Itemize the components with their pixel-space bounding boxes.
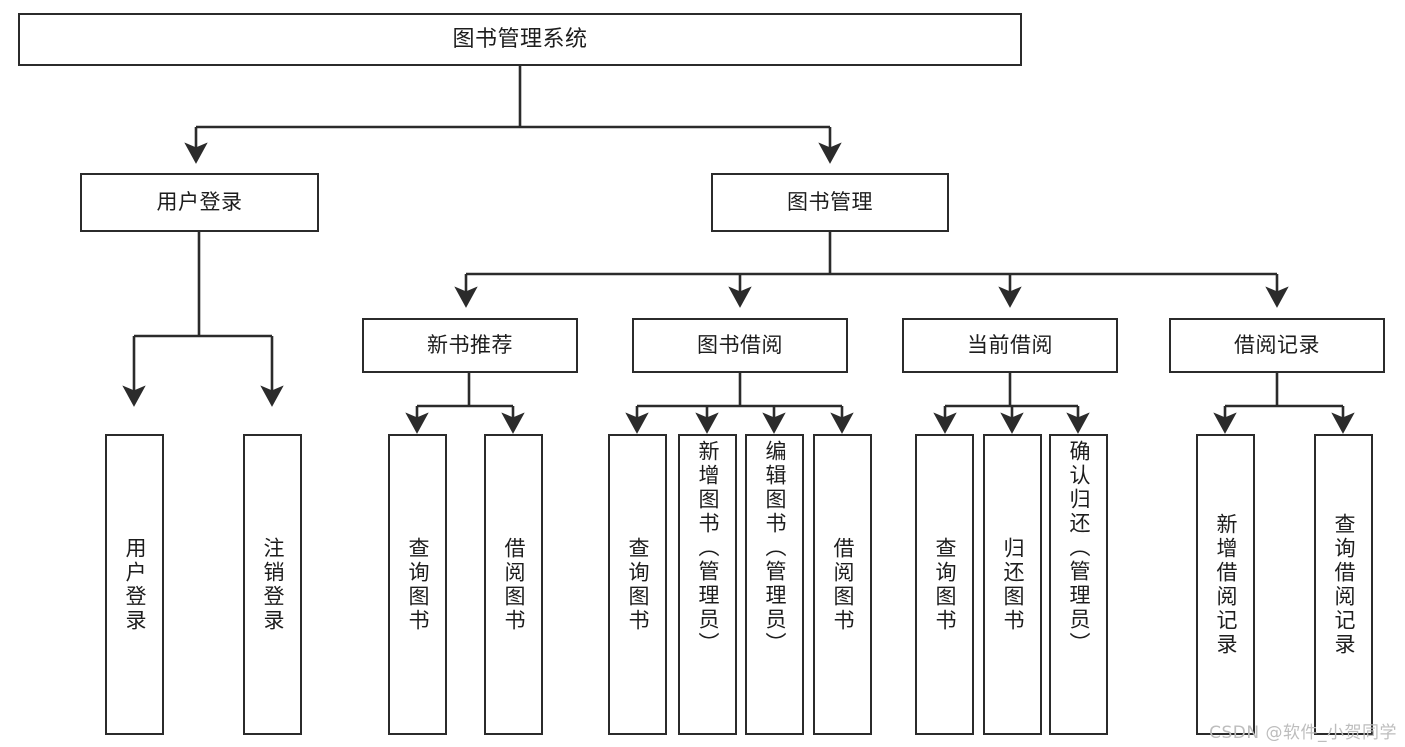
leaf-query-borrow-record[interactable]: 查询借阅记录 [1314, 434, 1373, 735]
node-label: 当前借阅 [967, 333, 1053, 358]
leaf-query-book-borrow[interactable]: 查询图书 [608, 434, 667, 735]
leaf-user-login[interactable]: 用户登录 [105, 434, 164, 735]
node-label: 图书借阅 [697, 333, 783, 358]
node-label: 用户登录 [123, 536, 147, 633]
node-label: 图书管理 [787, 190, 873, 215]
leaf-query-book-current[interactable]: 查询图书 [915, 434, 974, 735]
node-label: 新增借阅记录 [1214, 512, 1238, 657]
node-root-system[interactable]: 图书管理系统 [18, 13, 1022, 66]
leaf-borrow-book[interactable]: 借阅图书 [813, 434, 872, 735]
leaf-add-book-admin[interactable]: 新增图书（管理员） [678, 434, 737, 735]
node-book-borrow[interactable]: 图书借阅 [632, 318, 848, 373]
node-user-login[interactable]: 用户登录 [80, 173, 319, 232]
leaf-return-book[interactable]: 归还图书 [983, 434, 1042, 735]
node-label: 图书管理系统 [452, 26, 588, 52]
leaf-query-book-recommend[interactable]: 查询图书 [388, 434, 447, 735]
node-label: 借阅图书 [502, 536, 526, 633]
node-label: 编辑图书（管理员） [763, 440, 787, 656]
node-label: 查询图书 [406, 536, 430, 633]
node-label: 新书推荐 [427, 333, 513, 358]
node-label: 查询图书 [933, 536, 957, 633]
leaf-edit-book-admin[interactable]: 编辑图书（管理员） [745, 434, 804, 735]
node-label: 用户登录 [156, 190, 243, 215]
leaf-confirm-return-admin[interactable]: 确认归还（管理员） [1049, 434, 1108, 735]
node-book-management[interactable]: 图书管理 [711, 173, 949, 232]
node-label: 查询借阅记录 [1332, 512, 1356, 657]
node-label: 归还图书 [1001, 536, 1025, 633]
node-new-book-recommend[interactable]: 新书推荐 [362, 318, 578, 373]
node-label: 查询图书 [626, 536, 650, 633]
node-label: 借阅记录 [1234, 333, 1320, 358]
node-label: 新增图书（管理员） [696, 440, 720, 656]
csdn-watermark: CSDN @软件_小贺同学 [1209, 723, 1397, 743]
leaf-add-borrow-record[interactable]: 新增借阅记录 [1196, 434, 1255, 735]
node-current-borrow[interactable]: 当前借阅 [902, 318, 1118, 373]
leaf-logout[interactable]: 注销登录 [243, 434, 302, 735]
node-label: 注销登录 [261, 536, 285, 633]
leaf-borrow-book-recommend[interactable]: 借阅图书 [484, 434, 543, 735]
node-borrow-records[interactable]: 借阅记录 [1169, 318, 1385, 373]
node-label: 确认归还（管理员） [1067, 440, 1091, 656]
node-label: 借阅图书 [831, 536, 855, 633]
